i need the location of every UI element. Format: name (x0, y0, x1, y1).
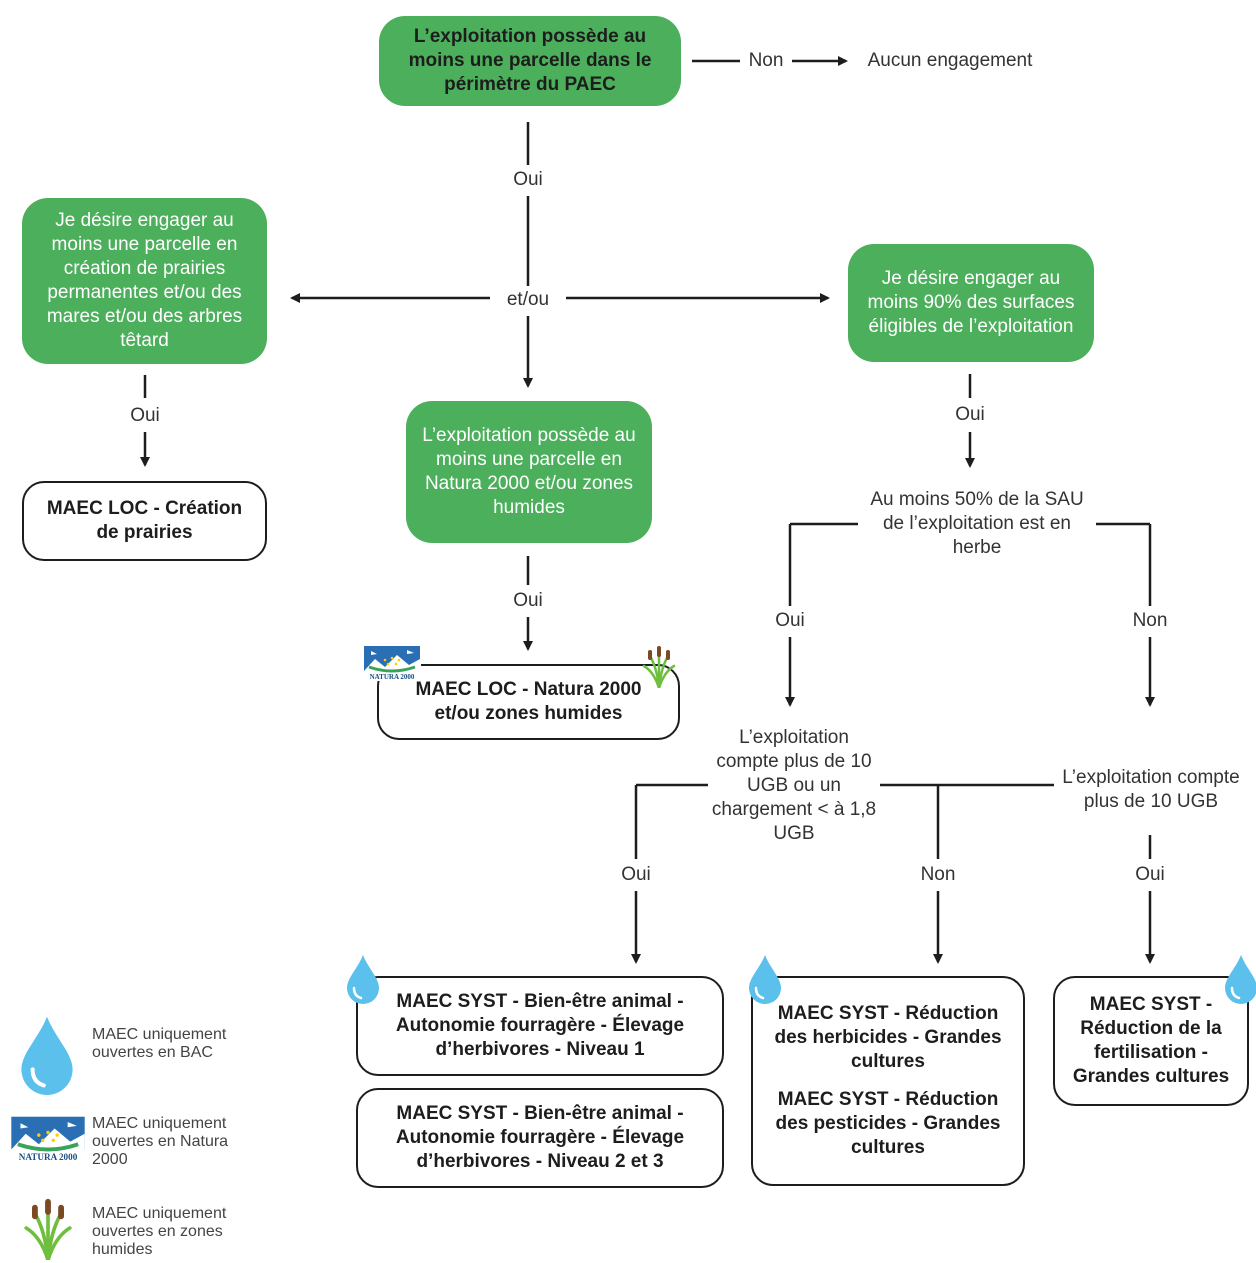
water-drop-icon (749, 955, 781, 1004)
label-oui-surfaces: Oui (951, 404, 989, 426)
syst-niveau-2-3-node: MAEC SYST - Bien-être animal - Autonomie… (356, 1088, 724, 1188)
natura-2000-icon: NATURA 2000 (363, 645, 421, 681)
natura-question-text: L’exploitation possède au moins une parc… (422, 425, 636, 518)
legend-bac-text: MAEC uniquement ouvertes en BAC (92, 1026, 227, 1061)
ugb-question-1-text: L’exploitation compte plus de 10 UGB ou … (711, 727, 877, 844)
label-non-ugb1: Non (916, 864, 960, 886)
ugb-question-2-node: L’exploitation compte plus de 10 UGB (1054, 752, 1248, 828)
legend-water-drop-icon (21, 1016, 73, 1095)
no-engagement-node: Aucun engagement (855, 48, 1045, 74)
sau-question-text: Au moins 50% de la SAU de l’exploitation… (870, 489, 1084, 558)
water-drop-icon (1225, 955, 1256, 1004)
legend-natura-text: MAEC uniquement ouvertes en Natura 2000 (92, 1115, 229, 1168)
natura-logo-text: NATURA 2000 (370, 673, 415, 681)
legend-reeds-icon (24, 1198, 72, 1260)
prairies-question-text: Je désire engager au moins une parcelle … (46, 210, 243, 351)
label-oui-sau: Oui (771, 610, 809, 632)
syst-niveau-1-node: MAEC SYST - Bien-être animal - Autonomie… (356, 976, 724, 1076)
legend-natura-2000-icon: NATURA 2000 (10, 1115, 86, 1163)
ugb-question-1-node: L’exploitation compte plus de 10 UGB ou … (708, 724, 880, 848)
water-drop-icon (347, 955, 379, 1004)
sau-question-node: Au moins 50% de la SAU de l’exploitation… (858, 486, 1096, 562)
syst-niveau-2-3-text: MAEC SYST - Bien-être animal - Autonomie… (395, 1103, 685, 1172)
loc-natura-node: MAEC LOC - Natura 2000 et/ou zones humid… (377, 664, 680, 740)
label-etou: et/ou (502, 289, 554, 311)
syst-niveau-1-text: MAEC SYST - Bien-être animal - Autonomie… (395, 991, 685, 1060)
syst-herbicides-text: MAEC SYST - Réduction des herbicides - G… (774, 1003, 1002, 1072)
loc-prairies-text: MAEC LOC - Création de prairies (46, 498, 243, 543)
start-node-text: L’exploitation possède au moins une parc… (408, 26, 652, 95)
label-oui-ugb1: Oui (617, 864, 655, 886)
label-oui-start: Oui (509, 169, 547, 191)
start-node: L’exploitation possède au moins une parc… (379, 16, 681, 106)
label-non-top: Non (744, 50, 788, 72)
label-non-sau: Non (1128, 610, 1172, 632)
legend-zones-humides-text: MAEC uniquement ouvertes en zones humide… (92, 1205, 227, 1258)
loc-prairies-node: MAEC LOC - Création de prairies (22, 481, 267, 561)
syst-fertilisation-text: MAEC SYST - Réduction de la fertilisatio… (1072, 994, 1230, 1087)
reeds-icon (642, 646, 676, 688)
surfaces-question-node: Je désire engager au moins 90% des surfa… (848, 244, 1094, 362)
syst-herbicides-pesticides-node: MAEC SYST - Réduction des herbicides - G… (751, 976, 1025, 1186)
syst-pesticides-text: MAEC SYST - Réduction des pesticides - G… (775, 1089, 1001, 1158)
surfaces-question-text: Je désire engager au moins 90% des surfa… (867, 268, 1075, 337)
prairies-question-node: Je désire engager au moins une parcelle … (22, 198, 267, 364)
svg-text:NATURA 2000: NATURA 2000 (19, 1152, 78, 1162)
syst-fertilisation-node: MAEC SYST - Réduction de la fertilisatio… (1053, 976, 1249, 1106)
label-oui-prairies: Oui (126, 405, 164, 427)
label-oui-ugb2: Oui (1131, 864, 1169, 886)
ugb-question-2-text: L’exploitation compte plus de 10 UGB (1062, 767, 1240, 812)
natura-question-node: L’exploitation possède au moins une parc… (406, 401, 652, 543)
loc-natura-text: MAEC LOC - Natura 2000 et/ou zones humid… (415, 679, 642, 724)
no-engagement-text: Aucun engagement (867, 50, 1033, 71)
label-oui-natura: Oui (509, 590, 547, 612)
